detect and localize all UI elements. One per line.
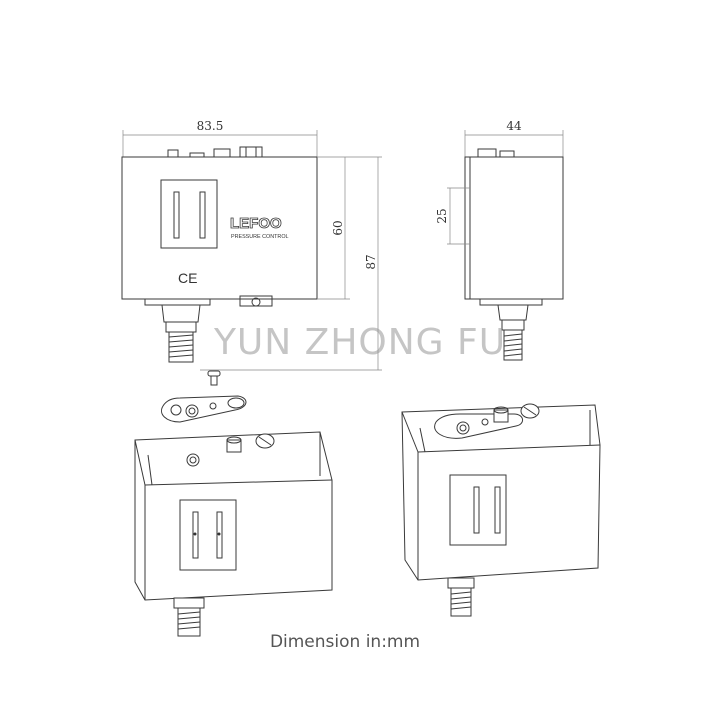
mounting-plate: [161, 395, 247, 423]
side-width-label: 44: [506, 119, 522, 133]
ce-mark: CE: [178, 270, 197, 286]
side-offset-label: 25: [435, 208, 449, 223]
isometric-view-right: [401, 403, 601, 617]
isometric-view-left: [134, 431, 333, 637]
brand-logo: LEFOO: [230, 215, 282, 232]
exploded-parts: [161, 370, 247, 423]
front-width-label: 83.5: [197, 119, 224, 133]
watermark-text: YUN ZHONG FU: [213, 322, 507, 363]
dimension-caption: Dimension in:mm: [269, 632, 421, 652]
front-height-label: 60: [331, 220, 345, 235]
side-view: 44 25: [435, 119, 564, 361]
front-view: 83.5 LEFOO PRESSURE CONTROL CE: [121, 119, 382, 371]
front-body: [121, 156, 318, 300]
overall-height-label: 87: [364, 254, 378, 269]
brand-subtitle: PRESSURE CONTROL: [231, 234, 289, 240]
side-body: [464, 156, 564, 300]
dial-window: [160, 179, 218, 249]
